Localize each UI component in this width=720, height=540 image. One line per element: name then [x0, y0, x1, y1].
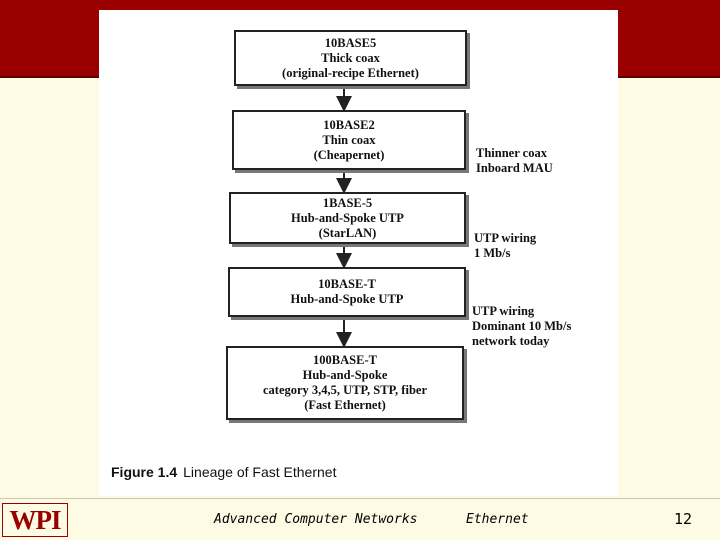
note-thinner-coax-line-2: Inboard MAU [476, 161, 553, 175]
figure-caption: Figure 1.4 Lineage of Fast Ethernet [111, 464, 336, 480]
wpi-logo: WPI [2, 503, 68, 537]
figure-caption-text: Lineage of Fast Ethernet [183, 464, 337, 480]
node-10baset: 10BASE-T Hub-and-Spoke UTP [228, 267, 466, 317]
node-1base5: 1BASE-5 Hub-and-Spoke UTP (StarLAN) [229, 192, 466, 244]
note-utp-dominant-line-2: Dominant 10 Mb/s [472, 319, 572, 333]
footer-course: Advanced Computer Networks [214, 512, 418, 527]
note-utp-dominant-line-3: network today [472, 334, 550, 348]
node-10base5: 10BASE5 Thick coax (original-recipe Ethe… [234, 30, 467, 86]
node-10baset-line-2: Hub-and-Spoke UTP [290, 292, 404, 306]
node-1base5-line-2: Hub-and-Spoke UTP [291, 210, 404, 225]
note-utp-1mbs-line-1: UTP wiring [474, 231, 537, 245]
note-utp-dominant: UTP wiring Dominant 10 Mb/s network toda… [472, 304, 571, 349]
node-10base2-line-2: Thin coax [322, 132, 376, 147]
node-100baset-line-1: 100BASE-T [313, 353, 377, 367]
note-utp-1mbs: UTP wiring 1 Mb/s [474, 231, 536, 261]
node-10baset-line-1: 10BASE-T [318, 277, 376, 291]
node-10base2-line-1: 10BASE2 [323, 117, 375, 132]
node-10base2-line-3: (Cheapernet) [313, 147, 385, 162]
footer-divider [0, 498, 720, 499]
note-utp-1mbs-line-2: 1 Mb/s [474, 246, 511, 260]
node-10base2: 10BASE2 Thin coax (Cheapernet) [232, 110, 466, 170]
node-10base5-line-3: (original-recipe Ethernet) [282, 65, 419, 80]
figure-caption-label: Figure 1.4 [111, 464, 178, 480]
node-100baset-line-3: category 3,4,5, UTP, STP, fiber [263, 383, 427, 397]
node-1base5-line-1: 1BASE-5 [322, 195, 373, 210]
wpi-logo-text: WPI [9, 504, 62, 535]
note-utp-dominant-line-1: UTP wiring [472, 304, 535, 318]
node-100baset-line-4: (Fast Ethernet) [304, 398, 386, 412]
node-10base5-line-1: 10BASE5 [324, 35, 377, 50]
node-10base5-line-2: Thick coax [321, 50, 380, 65]
node-100baset: 100BASE-T Hub-and-Spoke category 3,4,5, … [226, 346, 464, 420]
note-thinner-coax: Thinner coax Inboard MAU [476, 146, 553, 176]
footer-topic: Ethernet [466, 512, 529, 527]
node-100baset-line-2: Hub-and-Spoke [302, 368, 388, 382]
page-number: 12 [673, 510, 692, 528]
node-1base5-line-3: (StarLAN) [318, 225, 377, 240]
note-thinner-coax-line-1: Thinner coax [476, 146, 547, 160]
